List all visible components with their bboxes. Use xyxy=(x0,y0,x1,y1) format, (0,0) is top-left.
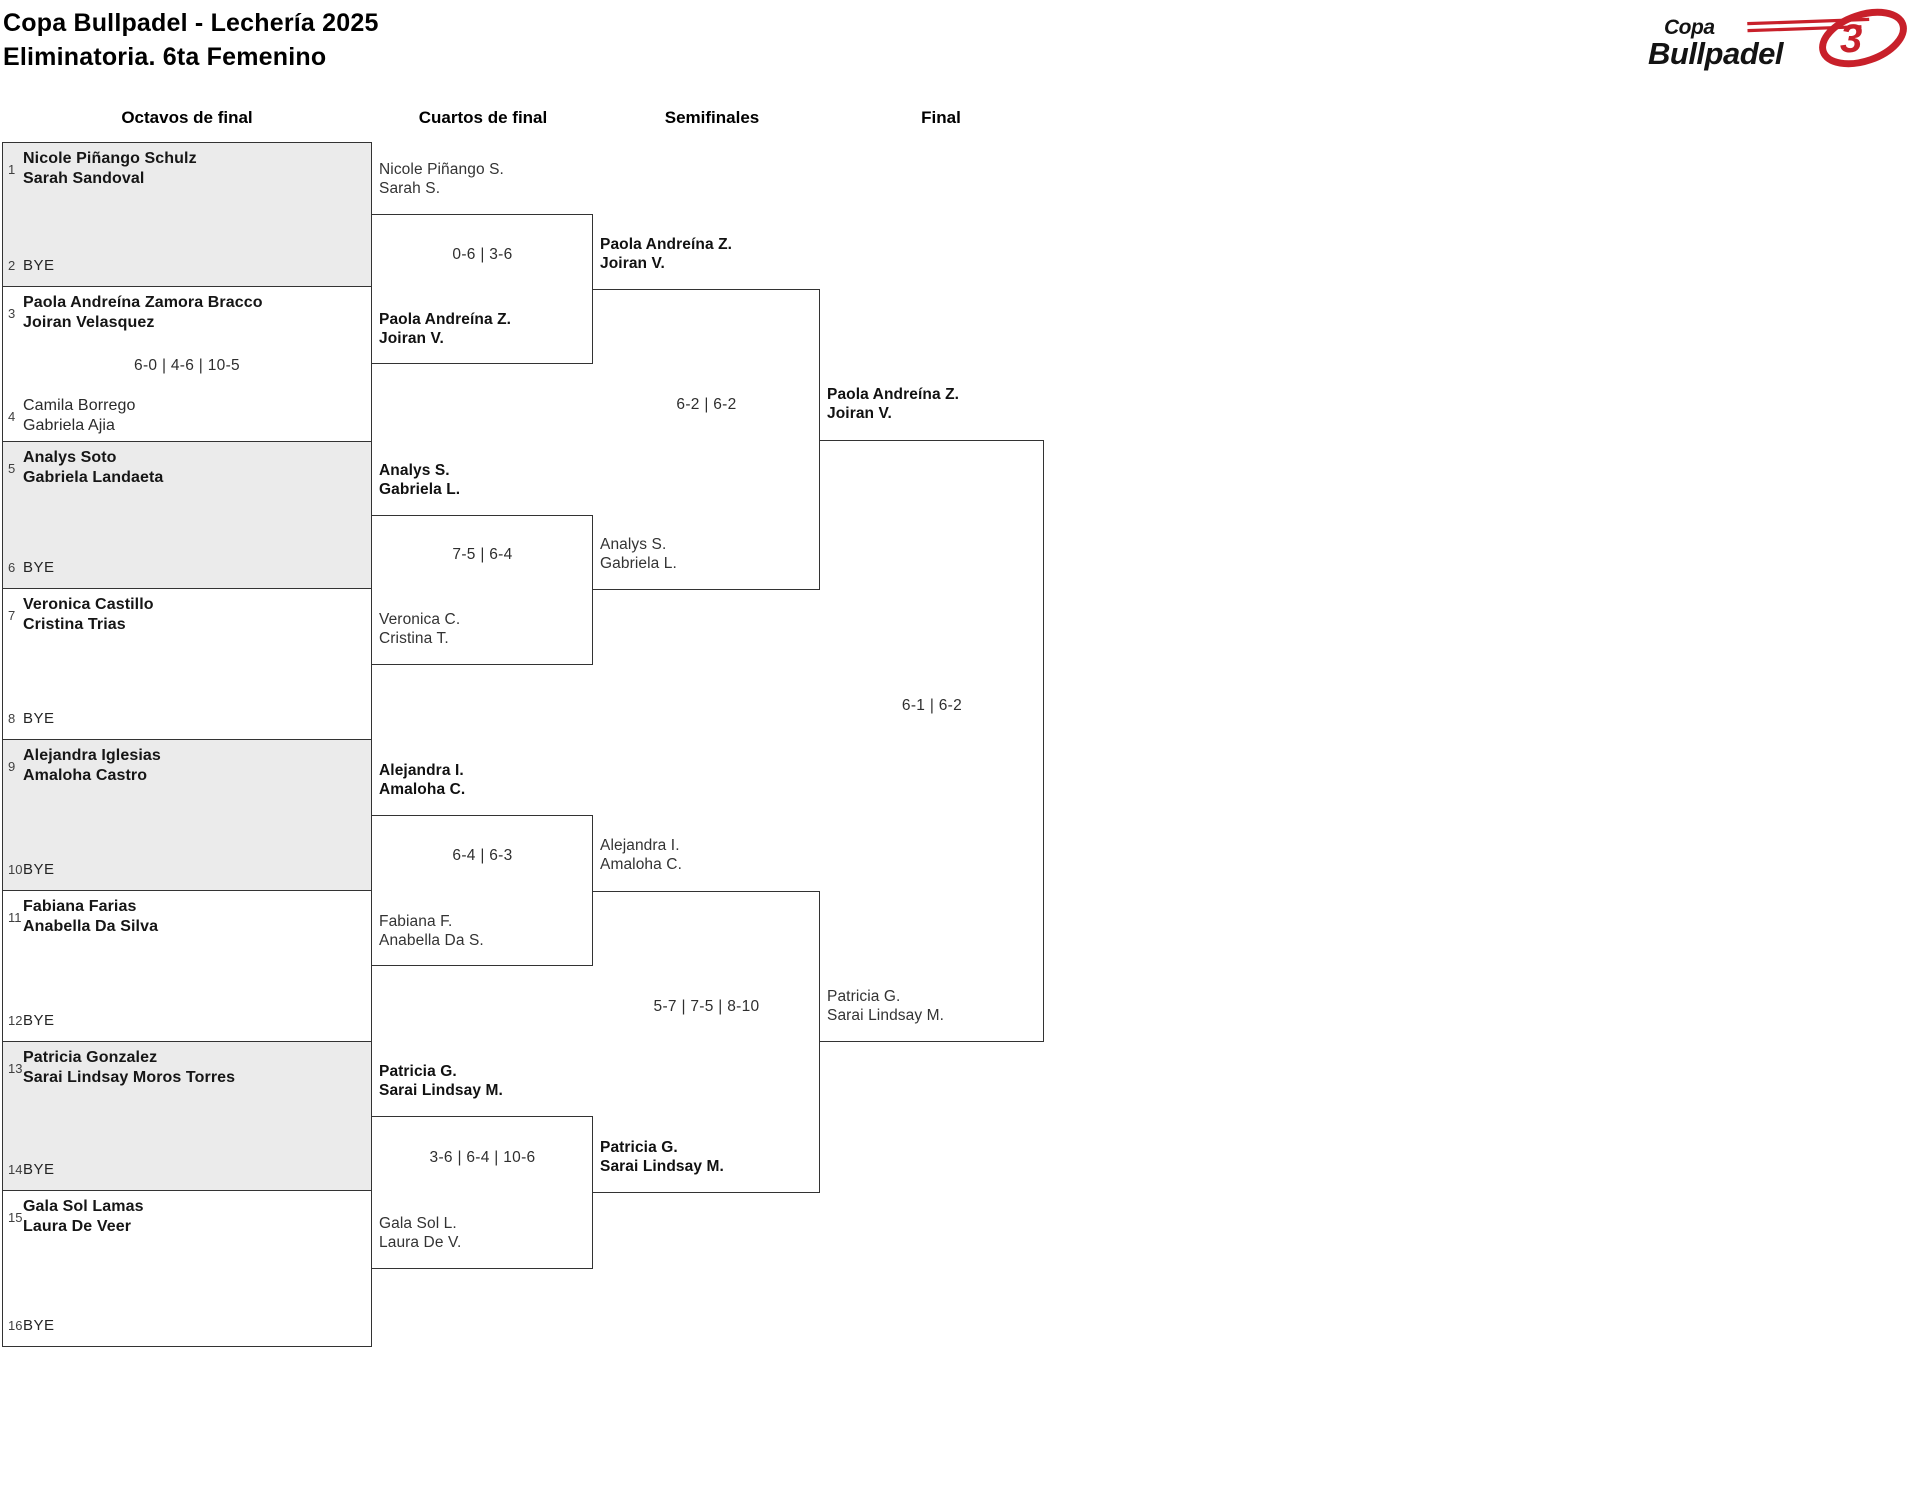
sf-box-2 xyxy=(593,891,820,1193)
seed-number: 12 xyxy=(8,1013,23,1028)
qf-box-4 xyxy=(372,1116,593,1269)
page-title: Copa Bullpadel - Lechería 2025 xyxy=(3,9,379,37)
sf1-score: 6-2 | 6-2 xyxy=(676,396,737,413)
round-header-semifinales: Semifinales xyxy=(664,108,760,127)
bye-label: BYE xyxy=(23,710,55,727)
seed-number: 5 xyxy=(8,460,16,476)
final-bottom-team: Patricia G.Sarai Lindsay M. xyxy=(827,988,945,1024)
sf2-bottom-team: Patricia G.Sarai Lindsay M. xyxy=(600,1139,724,1175)
seed-number: 7 xyxy=(8,607,16,623)
sf1-bottom-team: Analys S.Gabriela L. xyxy=(600,536,677,572)
r16-slot-6: 6 BYE xyxy=(8,559,367,576)
qf-box-3 xyxy=(372,815,593,966)
bye-label: BYE xyxy=(23,861,55,878)
page-subtitle: Eliminatoria. 6ta Femenino xyxy=(3,43,327,71)
sf-box-1 xyxy=(593,289,820,590)
seed-number: 6 xyxy=(8,560,16,575)
final-top-team: Paola Andreína Z.Joiran V. xyxy=(827,386,960,422)
qf1-bottom-team: Paola Andreína Z.Joiran V. xyxy=(379,311,512,347)
r16-slot-12: 12 BYE xyxy=(8,1012,367,1029)
round-header-cuartos: Cuartos de final xyxy=(418,108,548,127)
qf3-bottom-team: Fabiana F.Anabella Da S. xyxy=(379,913,484,949)
logo-word-copa: Copa xyxy=(1664,16,1715,39)
logo-b-mark: 3 xyxy=(1840,17,1862,61)
seed-number: 9 xyxy=(8,758,16,774)
bye-label: BYE xyxy=(23,1161,55,1178)
r16-slot-8: 8 BYE xyxy=(8,710,367,727)
r16-slot-10: 10 BYE xyxy=(8,861,367,878)
round-header-final: Final xyxy=(921,108,961,127)
seed-number: 15 xyxy=(8,1209,23,1225)
seed-number: 13 xyxy=(8,1060,23,1076)
sf2-top-team: Alejandra I.Amaloha C. xyxy=(600,837,682,873)
r16-slot-16: 16 BYE xyxy=(8,1317,367,1334)
qf3-score: 6-4 | 6-3 xyxy=(452,847,513,864)
r16-slot-14: 14 BYE xyxy=(8,1161,367,1178)
bye-label: BYE xyxy=(23,1317,55,1334)
qf-box-2 xyxy=(372,515,593,665)
qf4-score: 3-6 | 6-4 | 10-6 xyxy=(429,1149,536,1166)
seed-number: 2 xyxy=(8,258,16,273)
qf4-bottom-team: Gala Sol L.Laura De V. xyxy=(379,1215,462,1251)
logo-word-bullpadel: Bullpadel xyxy=(1648,36,1785,71)
r16-slot-2: 2 BYE xyxy=(8,257,367,274)
bye-label: BYE xyxy=(23,559,55,576)
seed-number: 14 xyxy=(8,1162,23,1177)
seed-number: 10 xyxy=(8,862,23,877)
qf4-top-team: Patricia G.Sarai Lindsay M. xyxy=(379,1063,503,1099)
qf2-score: 7-5 | 6-4 xyxy=(452,546,513,563)
qf3-top-team: Alejandra I.Amaloha C. xyxy=(379,762,466,798)
sf1-top-team: Paola Andreína Z.Joiran V. xyxy=(600,236,733,272)
bye-label: BYE xyxy=(23,1012,55,1029)
qf-box-1 xyxy=(372,214,593,364)
copa-bullpadel-logo: 3 Copa Bullpadel xyxy=(1648,4,1910,76)
sf2-score: 5-7 | 7-5 | 8-10 xyxy=(653,998,760,1015)
bye-label: BYE xyxy=(23,257,55,274)
final-score: 6-1 | 6-2 xyxy=(901,697,963,714)
qf1-top-team: Nicole Piñango S.Sarah S. xyxy=(379,161,504,197)
round-header-octavos: Octavos de final xyxy=(121,108,253,127)
seed-number: 1 xyxy=(8,161,16,177)
qf2-top-team: Analys S.Gabriela L. xyxy=(379,462,461,498)
seed-number: 3 xyxy=(8,305,16,321)
r16-match-2-score: 6-0 | 4-6 | 10-5 xyxy=(134,357,240,374)
copa-bullpadel-logo-graphic: 3 Copa Bullpadel xyxy=(1648,8,1907,71)
final-box xyxy=(820,440,1044,1042)
seed-number: 4 xyxy=(8,408,16,424)
seed-number: 16 xyxy=(8,1318,23,1333)
seed-number: 11 xyxy=(8,909,22,925)
seed-number: 8 xyxy=(8,711,16,726)
qf2-bottom-team: Veronica C.Cristina T. xyxy=(379,611,461,647)
qf1-score: 0-6 | 3-6 xyxy=(452,246,513,263)
